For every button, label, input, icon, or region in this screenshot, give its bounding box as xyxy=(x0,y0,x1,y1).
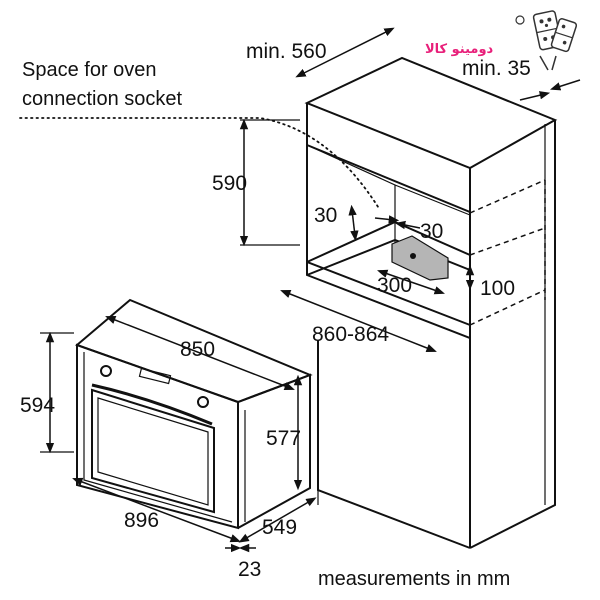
oven-height-label: 594 xyxy=(20,394,55,417)
oven-width-label: 896 xyxy=(124,509,159,532)
socket-note-line2: connection socket xyxy=(22,88,183,110)
socket-width-label: 300 xyxy=(377,274,412,297)
oven-depth-label: 549 xyxy=(262,516,297,539)
front-panel-thickness-label: 23 xyxy=(238,558,261,581)
domino-logo-icon: دومینو کالا xyxy=(425,10,578,71)
rear-gap-min-label: min. 35 xyxy=(462,57,531,80)
oven-body-width-label: 850 xyxy=(180,338,215,361)
cabinet-drawing xyxy=(304,56,558,549)
socket-offset-left-label: 30 xyxy=(314,204,337,227)
niche-height-range-label: 860-864 xyxy=(312,323,389,346)
niche-height-label: 590 xyxy=(212,172,247,195)
socket-height-label: 100 xyxy=(480,277,515,300)
units-note: measurements in mm xyxy=(318,568,510,590)
cabinet-width-min-label: min. 560 xyxy=(246,40,327,63)
socket-note-line1: Space for oven xyxy=(22,59,157,81)
knob-left-icon xyxy=(100,365,112,377)
dimension-lines xyxy=(19,27,581,553)
oven-body-height-label: 577 xyxy=(266,427,301,450)
logo-text: دومینو کالا xyxy=(425,42,494,57)
socket-offset-right-label: 30 xyxy=(420,220,443,243)
knob-right-icon xyxy=(197,396,209,408)
socket-area xyxy=(391,235,449,281)
